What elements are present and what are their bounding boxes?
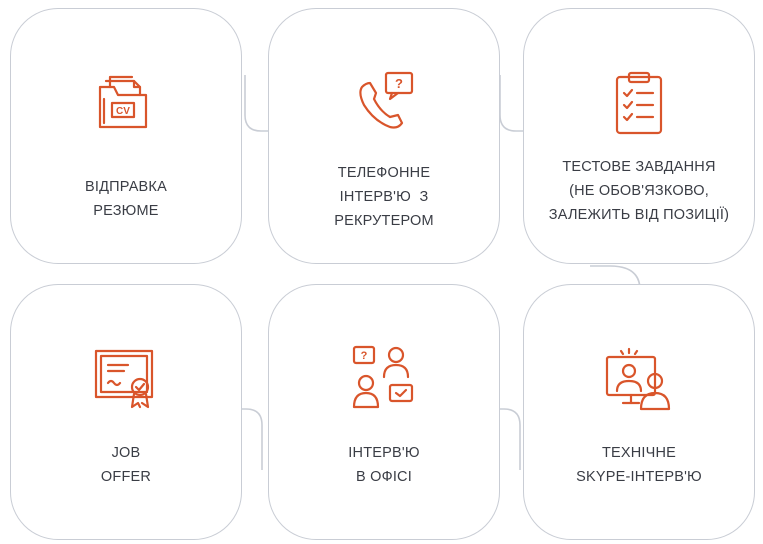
job-offer-certificate-icon	[94, 349, 154, 409]
step-label-line: SKYPE-ІНТЕРВ'Ю	[576, 469, 702, 485]
step-label-phone: ТЕЛЕФОННЕ ІНТЕРВ'Ю З РЕКРУТЕРОМ	[277, 161, 491, 233]
step-label-cv: ВІДПРАВКА РЕЗЮМЕ	[19, 175, 233, 223]
phone-question-icon: ?	[359, 71, 414, 129]
svg-text:CV: CV	[116, 106, 130, 117]
step-label-line: JOB	[111, 445, 141, 461]
step-label-line: ТЕЛЕФОННЕ	[337, 165, 431, 181]
connector-1-2	[244, 75, 290, 132]
step-card-test: ТЕСТОВЕ ЗАВДАННЯ (НЕ ОБОВ'ЯЗКОВО, ЗАЛЕЖИ…	[523, 8, 755, 264]
step-label-test: ТЕСТОВЕ ЗАВДАННЯ (НЕ ОБОВ'ЯЗКОВО, ЗАЛЕЖИ…	[526, 155, 752, 227]
step-label-line: ІНТЕРВ'Ю З	[339, 189, 429, 205]
step-card-skype: ТЕХНІЧНЕ SKYPE-ІНТЕРВ'Ю	[523, 284, 755, 540]
step-card-office: ? ІНТЕРВ'Ю В ОФІСІ	[268, 284, 500, 540]
step-card-cv: CV ВІДПРАВКА РЕЗЮМЕ	[10, 8, 242, 264]
cv-folder-icon: CV	[98, 75, 148, 129]
step-label-line: ІНТЕРВ'Ю	[348, 445, 420, 461]
svg-text:?: ?	[395, 76, 403, 91]
svg-text:?: ?	[361, 350, 368, 362]
step-label-line: ТЕСТОВЕ ЗАВДАННЯ	[562, 159, 716, 175]
step-label-line: РЕКРУТЕРОМ	[334, 213, 434, 229]
step-label-offer: JOB OFFER	[19, 441, 233, 489]
step-card-phone: ? ТЕЛЕФОННЕ ІНТЕРВ'Ю З РЕКРУТЕРОМ	[268, 8, 500, 264]
connector-2-3	[499, 75, 548, 132]
step-label-office: ІНТЕРВ'Ю В ОФІСІ	[277, 441, 491, 489]
connector-4-5	[472, 408, 521, 470]
step-label-line: РЕЗЮМЕ	[93, 203, 159, 219]
step-label-line: ВІДПРАВКА	[85, 179, 167, 195]
step-label-skype: ТЕХНІЧНЕ SKYPE-ІНТЕРВ'Ю	[532, 441, 746, 489]
step-card-offer: JOB OFFER	[10, 284, 242, 540]
step-label-line: ТЕХНІЧНЕ	[601, 445, 677, 461]
step-label-line: (НЕ ОБОВ'ЯЗКОВО,	[569, 183, 709, 199]
step-label-line: OFFER	[100, 469, 152, 485]
step-label-line: ЗАЛЕЖИТЬ ВІД ПОЗИЦІЇ)	[548, 207, 730, 223]
office-interview-icon: ?	[352, 345, 414, 409]
video-call-icon	[605, 347, 671, 411]
clipboard-checklist-icon	[615, 71, 663, 135]
step-label-line: В ОФІСІ	[356, 469, 412, 485]
connector-5-6	[214, 408, 263, 470]
